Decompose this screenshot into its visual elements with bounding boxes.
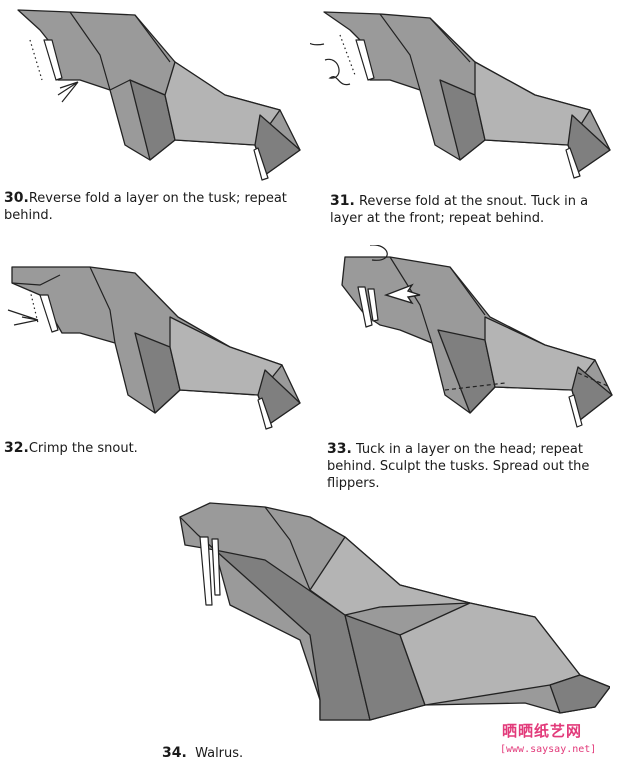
- step-31-walrus-diagram: [310, 11, 611, 179]
- step-text: Crimp the snout.: [28, 441, 138, 456]
- step-30-walrus-diagram: [17, 9, 301, 181]
- step-number: 30.: [4, 190, 29, 206]
- crimp-arrow: [7, 309, 39, 326]
- step-32-walrus-diagram: [7, 266, 301, 430]
- watermark-title: 晒晒纸艺网: [502, 722, 583, 740]
- step-34-caption: 34. Walrus.: [162, 745, 362, 762]
- tuck-arrow-top: [310, 42, 325, 46]
- reverse-fold-arrow: [57, 81, 79, 103]
- step-text: Reverse fold at the snout. Tuck in a lay…: [330, 194, 589, 226]
- step-number: 31.: [330, 193, 355, 209]
- push-arrow: [383, 283, 421, 305]
- watermark-url: [www.saysay.net]: [500, 744, 597, 755]
- step-30-caption: 30.Reverse fold a layer on the tusk; rep…: [4, 190, 304, 224]
- step-number: 34.: [162, 745, 187, 761]
- tuck-arrow-bottom: [324, 58, 351, 86]
- step-text: Reverse fold a layer on the tusk; repeat…: [4, 191, 287, 223]
- step-number: 33.: [327, 441, 352, 457]
- step-33-caption: 33. Tuck in a layer on the head; repeat …: [327, 441, 617, 492]
- step-number: 32.: [4, 440, 29, 456]
- step-31-caption: 31. Reverse fold at the snout. Tuck in a…: [330, 193, 615, 227]
- tuck-arrow: [370, 245, 388, 261]
- step-33-walrus-diagram: [341, 245, 613, 428]
- step-32-caption: 32.Crimp the snout.: [4, 440, 304, 457]
- step-text: Walrus.: [195, 746, 244, 761]
- step-text: Tuck in a layer on the head; repeat behi…: [327, 442, 590, 491]
- step-34-walrus-diagram: [179, 502, 610, 721]
